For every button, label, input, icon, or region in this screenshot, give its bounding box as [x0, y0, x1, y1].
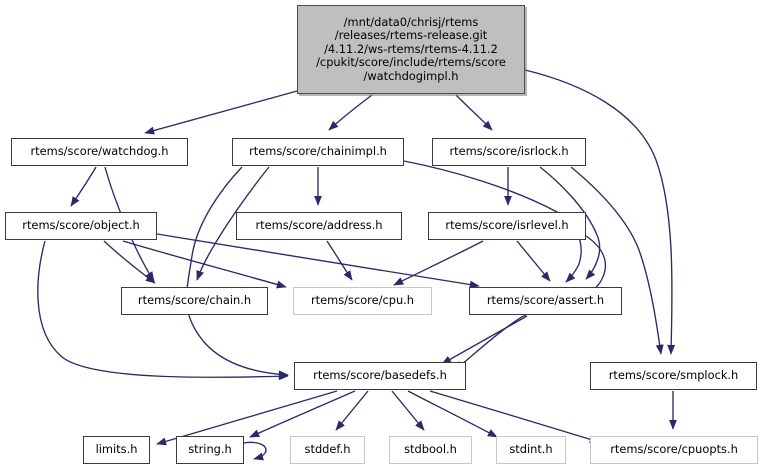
node-label: rtems/score/isrlock.h: [449, 144, 569, 159]
node-rtems-score-chainimpl[interactable]: rtems/score/chainimpl.h: [232, 138, 404, 166]
edge-object-assert: [156, 233, 480, 289]
node-rtems-score-address[interactable]: rtems/score/address.h: [236, 212, 402, 240]
node-rtems-score-cpuopts[interactable]: rtems/score/cpuopts.h: [590, 436, 758, 464]
edge-root-watchdog: [144, 90, 298, 135]
node-label: rtems/score/object.h: [22, 218, 140, 233]
edge-basedefs-stddef: [335, 390, 369, 431]
node-label: limits.h: [95, 442, 138, 457]
node-rtems-score-chain[interactable]: rtems/score/chain.h: [121, 287, 268, 315]
node-rtems-score-isrlevel[interactable]: rtems/score/isrlevel.h: [428, 212, 586, 240]
node-stdint-h[interactable]: stdint.h: [496, 436, 566, 464]
node-label: rtems/score/cpuopts.h: [610, 442, 738, 457]
node-rtems-score-cpu[interactable]: rtems/score/cpu.h: [293, 287, 432, 315]
edge-isrlevel-cpu: [393, 240, 484, 286]
node-label: stdbool.h: [404, 442, 457, 457]
node-rtems-score-object[interactable]: rtems/score/object.h: [5, 212, 157, 240]
node-label: /mnt/data0/chrisj/rtems /releases/rtems-…: [316, 14, 506, 83]
edge-root-chainimpl: [328, 94, 373, 131]
node-label: rtems/score/assert.h: [486, 293, 605, 308]
edge-string-self: [243, 441, 267, 461]
node-rtems-score-watchdog[interactable]: rtems/score/watchdog.h: [11, 138, 188, 166]
node-label: rtems/score/address.h: [255, 218, 383, 233]
node-label: rtems/score/watchdog.h: [30, 144, 169, 159]
edge-basedefs-string: [249, 390, 356, 438]
edge-assert-basedefs: [441, 315, 528, 365]
node-label: stdint.h: [509, 442, 553, 457]
node-rtems-score-assert[interactable]: rtems/score/assert.h: [469, 287, 622, 315]
edge-basedefs-stdint: [407, 390, 498, 438]
node-watchdogimpl-root[interactable]: /mnt/data0/chrisj/rtems /releases/rtems-…: [297, 5, 525, 94]
node-rtems-score-isrlock[interactable]: rtems/score/isrlock.h: [432, 138, 586, 166]
edge-basedefs-cpuopts: [429, 390, 600, 444]
edge-basedefs-stdbool: [391, 390, 425, 431]
edge-object-chain: [103, 240, 156, 284]
edge-chainimpl-basedefs: [186, 166, 289, 379]
node-rtems-score-basedefs[interactable]: rtems/score/basedefs.h: [294, 362, 466, 390]
node-label: rtems/score/smplock.h: [608, 368, 739, 383]
node-label: rtems/score/chainimpl.h: [249, 144, 387, 159]
node-label: string.h: [188, 442, 232, 457]
node-label: rtems/score/basedefs.h: [313, 368, 447, 383]
node-stdbool-h[interactable]: stdbool.h: [389, 436, 472, 464]
node-label: rtems/score/chain.h: [137, 293, 252, 308]
node-string-h[interactable]: string.h: [176, 436, 244, 464]
node-label: rtems/score/cpu.h: [310, 293, 415, 308]
node-rtems-score-smplock[interactable]: rtems/score/smplock.h: [590, 362, 757, 390]
node-limits-h[interactable]: limits.h: [83, 436, 150, 464]
edge-isrlock-smplock: [570, 166, 664, 355]
node-label: rtems/score/isrlevel.h: [445, 218, 569, 233]
edge-address-cpu: [326, 240, 353, 281]
edge-watchdog-object: [70, 166, 97, 207]
edge-root-isrlock: [455, 94, 493, 131]
edge-isrlevel-assert: [516, 240, 551, 282]
edge-object-cpu: [122, 240, 287, 289]
node-stddef-h[interactable]: stddef.h: [290, 436, 365, 464]
node-label: stddef.h: [304, 442, 351, 457]
